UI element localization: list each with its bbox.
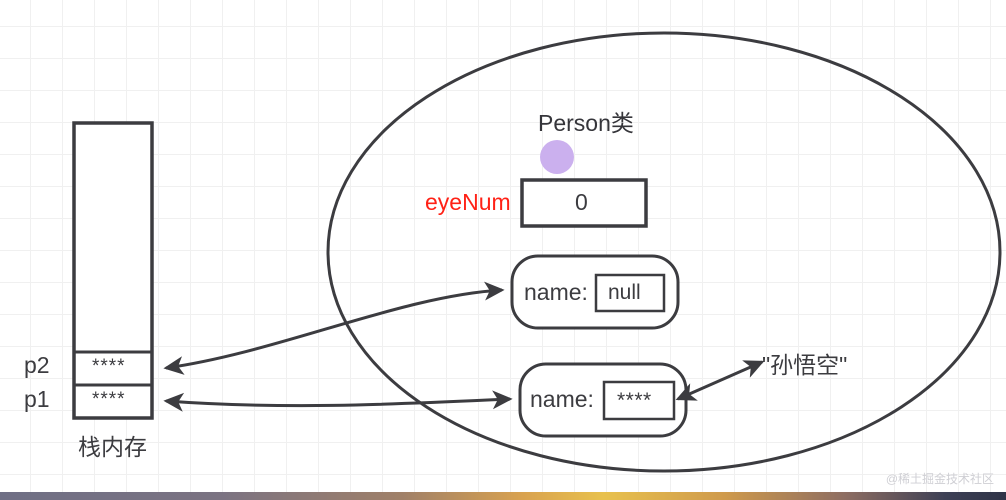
object1-field-label: name: — [524, 279, 588, 305]
stack-cell-value-p1: **** — [92, 389, 126, 410]
heap-ellipse — [326, 31, 1002, 473]
arrow-p2-to-object1 — [163, 281, 505, 375]
stack-cell-label-p1: p1 — [24, 386, 50, 412]
arrow-object2-to-literal — [675, 360, 765, 401]
static-field-value: 0 — [575, 189, 588, 215]
stack-cell-label-p2: p2 — [24, 352, 50, 378]
arrow-p1-to-object2 — [163, 390, 513, 412]
heap-class-label: Person类 — [538, 110, 634, 136]
class-marker-dot — [540, 140, 574, 174]
heap-object-value-box-1 — [594, 273, 666, 313]
stack-cell-value-p2: **** — [92, 356, 126, 377]
object2-field-value: **** — [617, 389, 652, 412]
object1-field-value: null — [608, 281, 641, 304]
watermark-text: @稀土掘金技术社区 — [885, 472, 994, 486]
string-literal-label: "孙悟空" — [762, 352, 848, 378]
stack-box — [72, 121, 154, 420]
heap-object-value-box-2 — [602, 380, 676, 421]
static-field-name-label: eyeNum — [425, 189, 511, 215]
object2-field-label: name: — [530, 386, 594, 412]
eyenum-value-box — [520, 178, 648, 228]
bottom-gradient-bar — [0, 492, 1006, 500]
stack-caption-label: 栈内存 — [78, 434, 147, 460]
